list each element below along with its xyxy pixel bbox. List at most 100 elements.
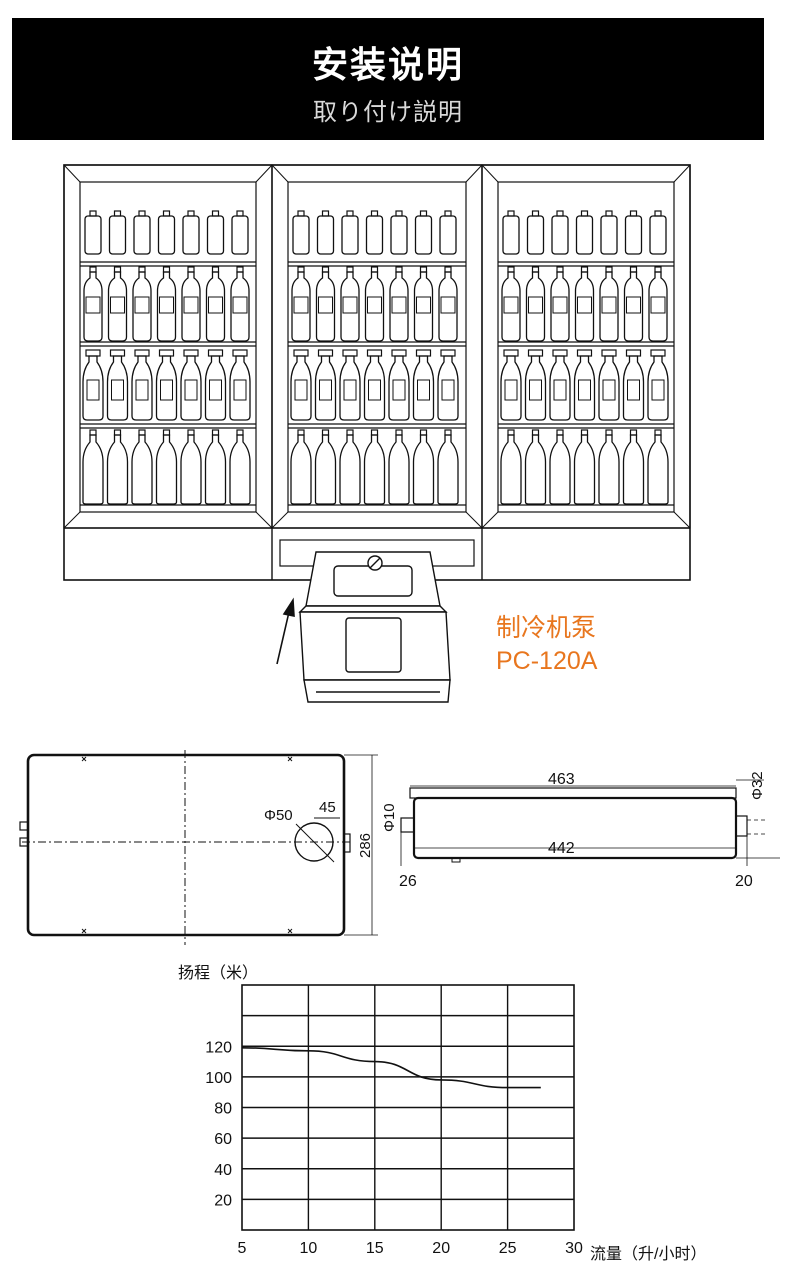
bottle-1-3-5 xyxy=(412,429,435,505)
side-view-drawing xyxy=(400,779,780,866)
bottle-2-3-2 xyxy=(549,429,571,505)
bottle-1-0-0 xyxy=(292,210,310,255)
bottle-2-1-2 xyxy=(550,266,570,342)
header-banner: 安装说明 取り付け説明 xyxy=(12,18,764,140)
bottle-1-0-6 xyxy=(439,210,457,255)
bottle-0-2-1 xyxy=(106,349,129,421)
chart-x-tick-4: 25 xyxy=(499,1240,517,1257)
bottle-0-0-1 xyxy=(108,210,127,255)
chart-y-tick-1: 40 xyxy=(214,1162,232,1179)
bottle-2-2-0 xyxy=(500,349,522,421)
bottle-2-0-6 xyxy=(649,210,667,255)
bottle-2-2-3 xyxy=(573,349,596,421)
bottle-1-1-2 xyxy=(340,266,360,342)
chart-y-tick-5: 120 xyxy=(205,1039,232,1056)
bottle-0-3-1 xyxy=(106,429,129,505)
bottle-2-0-2 xyxy=(551,210,569,255)
bottle-1-0-3 xyxy=(365,210,384,255)
bottle-0-2-5 xyxy=(204,349,227,421)
chart-y-tick-3: 80 xyxy=(214,1101,232,1118)
bottle-2-2-2 xyxy=(549,349,571,421)
bottle-1-1-6 xyxy=(438,266,458,342)
pump-model: PC-120A xyxy=(496,647,598,675)
bottle-2-1-6 xyxy=(648,266,668,342)
bottle-0-1-4 xyxy=(181,266,201,342)
bottle-0-1-5 xyxy=(205,266,226,342)
page-title: 安装说明 xyxy=(311,44,464,85)
bottle-2-0-0 xyxy=(502,210,520,255)
top-view-drawing xyxy=(19,750,378,945)
bottle-1-3-6 xyxy=(437,429,459,505)
chart-x-tick-2: 15 xyxy=(366,1240,384,1257)
bottle-0-0-0 xyxy=(84,210,102,255)
bottle-1-2-2 xyxy=(339,349,361,421)
bottle-0-0-4 xyxy=(182,210,200,255)
bottle-1-3-3 xyxy=(363,429,386,505)
bottle-1-1-3 xyxy=(364,266,385,342)
bottle-2-3-0 xyxy=(500,429,522,505)
bottle-0-0-6 xyxy=(231,210,249,255)
outer-length-label: 463 xyxy=(548,771,575,788)
bottle-0-1-3 xyxy=(156,266,177,342)
hole-diameter-label: Φ50 xyxy=(264,807,293,824)
chart-y-tick-4: 100 xyxy=(205,1070,232,1087)
bottle-1-2-3 xyxy=(363,349,386,421)
bottle-0-1-1 xyxy=(107,266,128,342)
chart-x-tick-1: 10 xyxy=(300,1240,318,1257)
pump-label: 制冷机泵 PC-120A xyxy=(496,612,597,678)
page-subtitle: 取り付け説明 xyxy=(313,99,463,126)
bottle-2-2-5 xyxy=(622,349,645,421)
bottle-1-3-4 xyxy=(388,429,410,505)
bottle-0-3-0 xyxy=(82,429,104,505)
hole-offset-label: 45 xyxy=(319,799,336,816)
bottle-1-1-4 xyxy=(389,266,409,342)
bottle-0-3-6 xyxy=(229,429,251,505)
bottle-0-1-6 xyxy=(230,266,250,342)
bottle-1-2-1 xyxy=(314,349,337,421)
bottle-1-2-5 xyxy=(412,349,435,421)
chart-y-tick-0: 20 xyxy=(214,1192,232,1209)
chart-series-line-0 xyxy=(241,1046,541,1089)
bottle-1-0-2 xyxy=(341,210,359,255)
bottle-1-0-5 xyxy=(414,210,433,255)
bottle-2-1-5 xyxy=(623,266,644,342)
chart-x-tick-5: 30 xyxy=(565,1240,583,1257)
bottle-rows xyxy=(82,210,669,505)
left-offset-label: 26 xyxy=(399,873,417,890)
bottle-0-2-0 xyxy=(82,349,104,421)
bottle-0-1-0 xyxy=(83,266,103,342)
bottle-1-1-0 xyxy=(291,266,311,342)
bottle-2-1-3 xyxy=(574,266,595,342)
bottle-1-2-0 xyxy=(290,349,312,421)
bottle-2-3-1 xyxy=(524,429,547,505)
bottle-2-3-4 xyxy=(598,429,620,505)
inner-length-label: 442 xyxy=(548,840,575,857)
bottle-2-0-4 xyxy=(600,210,618,255)
bottle-2-3-5 xyxy=(622,429,645,505)
bottle-2-2-4 xyxy=(598,349,620,421)
bottle-0-3-5 xyxy=(204,429,227,505)
outlet-diameter-label: Φ32 xyxy=(749,771,766,800)
bottle-2-1-4 xyxy=(599,266,619,342)
bottle-1-3-0 xyxy=(290,429,312,505)
chart-x-tick-0: 5 xyxy=(238,1240,247,1257)
chart-x-axis-label: 流量（升/小时） xyxy=(590,1245,706,1263)
bottle-1-3-1 xyxy=(314,429,337,505)
bottle-1-2-6 xyxy=(437,349,459,421)
bottle-2-2-1 xyxy=(524,349,547,421)
pump-name: 制冷机泵 xyxy=(496,614,597,642)
bottle-1-2-4 xyxy=(388,349,410,421)
bottle-1-1-1 xyxy=(315,266,336,342)
depth-label: 286 xyxy=(357,833,374,858)
bottle-2-1-1 xyxy=(525,266,546,342)
bottle-1-0-4 xyxy=(390,210,408,255)
bottle-0-2-3 xyxy=(155,349,178,421)
chart-y-tick-2: 60 xyxy=(214,1131,232,1148)
bottle-0-2-6 xyxy=(229,349,251,421)
bottle-0-3-4 xyxy=(180,429,202,505)
bottle-1-3-2 xyxy=(339,429,361,505)
bottle-0-0-2 xyxy=(133,210,151,255)
bottle-2-2-6 xyxy=(647,349,669,421)
